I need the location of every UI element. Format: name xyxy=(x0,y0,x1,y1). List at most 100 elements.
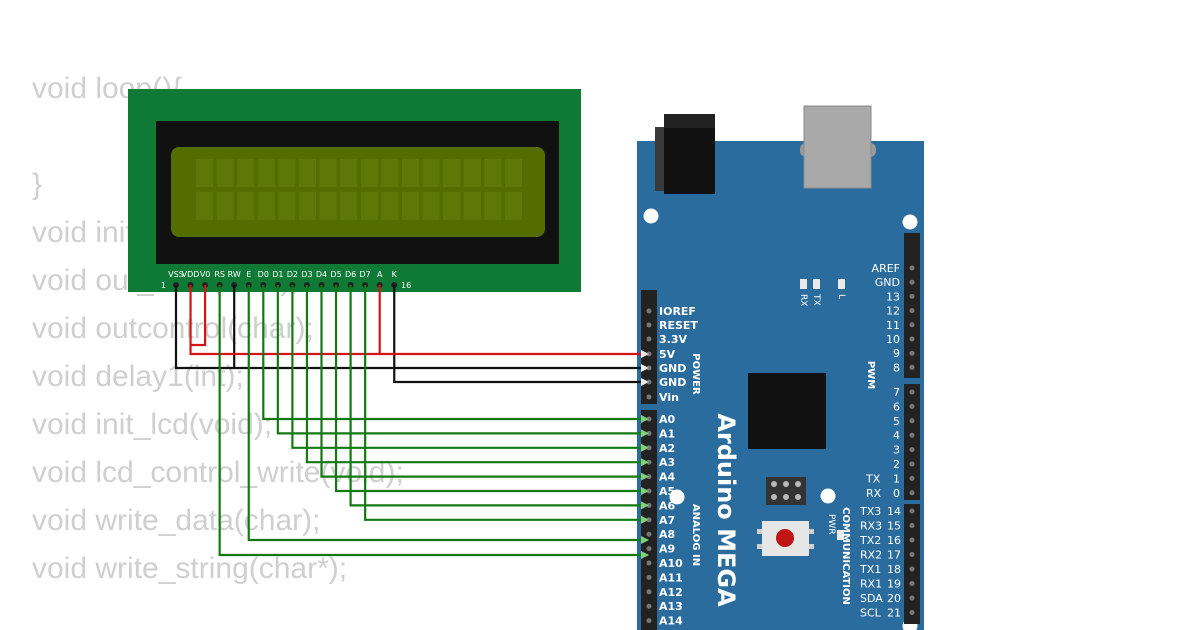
lcd-cell xyxy=(196,192,213,220)
comm-pin-number: 18 xyxy=(887,563,901,576)
header-pin xyxy=(646,589,652,595)
lcd-pin-label: K xyxy=(392,270,398,279)
lcd-cell xyxy=(319,159,337,187)
digital-header-top xyxy=(904,233,920,378)
lcd-cell xyxy=(216,159,234,187)
lcd-cell xyxy=(422,192,440,220)
header-pin xyxy=(646,618,652,624)
power-pin-label: 3.3V xyxy=(659,333,687,346)
header-pin xyxy=(909,350,915,356)
power-pin-label: GND xyxy=(659,362,686,375)
arduino-board: IOREFRESET3.3V5VGNDGNDVinPOWERA0A1A2A3A4… xyxy=(637,105,924,630)
header-pin xyxy=(909,432,915,438)
pwm-label: PWM xyxy=(865,361,876,389)
wire-end xyxy=(641,536,649,544)
board-name: Arduino MEGA xyxy=(712,413,740,607)
wire-end xyxy=(641,487,649,495)
lcd-character-grid xyxy=(196,159,522,220)
wire-end xyxy=(641,378,649,386)
board-labels: IOREFRESET3.3V5VGNDGNDVinPOWERA0A1A2A3A4… xyxy=(646,262,915,628)
rx-led xyxy=(800,279,807,289)
header-pin xyxy=(909,490,915,496)
header-pin xyxy=(646,394,652,400)
mounting-hole xyxy=(902,214,918,230)
code-line: void loop(){ xyxy=(32,72,183,105)
lcd-cell xyxy=(360,192,378,220)
header-pin xyxy=(909,336,915,342)
header-pin xyxy=(909,581,915,586)
lcd-cell xyxy=(278,159,296,187)
header-pin xyxy=(909,364,915,370)
header-pin xyxy=(646,308,652,314)
analog-pin-label: A1 xyxy=(659,427,675,440)
tx-led xyxy=(813,279,820,289)
header-pin xyxy=(646,336,652,342)
lcd-pin-label: E xyxy=(246,270,251,279)
code-line: void write_string(char*); xyxy=(32,552,348,585)
power-pin-label: Vin xyxy=(659,391,679,404)
wire-d1-a1 xyxy=(276,285,648,435)
header-pin xyxy=(646,574,652,580)
lcd-cell xyxy=(299,159,316,187)
header-pin xyxy=(909,418,915,424)
comm-pin-name: TX2 xyxy=(859,534,881,547)
lcd-pin-label: V0 xyxy=(200,270,211,279)
header-pin xyxy=(909,447,915,453)
lcd-pin-label: VSS xyxy=(168,270,184,279)
comm-pin-number: 17 xyxy=(887,549,901,562)
comm-pin-name: SDA xyxy=(860,592,883,605)
wire-vss-gnd xyxy=(174,285,648,370)
lcd-cell xyxy=(402,159,419,187)
wire-end xyxy=(641,443,649,452)
wire-end xyxy=(641,364,649,372)
lcd-cell xyxy=(237,192,255,220)
serial-pin-label: TX xyxy=(865,472,881,485)
wire-d3-a3 xyxy=(305,285,648,464)
digital-pin-label: 9 xyxy=(893,347,900,360)
lcd-pin-label: D7 xyxy=(360,270,371,279)
comm-pin-name: RX3 xyxy=(860,520,882,533)
wire-end xyxy=(641,350,649,358)
wire-d0-a0 xyxy=(262,285,648,421)
led-label: RX xyxy=(798,294,808,306)
lcd-cell xyxy=(319,192,337,220)
header-pin xyxy=(909,293,915,299)
header-pin xyxy=(909,566,915,572)
analog-pin-label: A2 xyxy=(659,442,675,455)
lcd-pin-label: RW xyxy=(228,270,241,279)
lcd-cell xyxy=(505,192,522,220)
digital-pin-label: 8 xyxy=(893,361,900,374)
digital-pin-label: 1 xyxy=(893,472,900,485)
lcd-cell xyxy=(237,159,255,187)
wire-v0 xyxy=(190,285,207,347)
lcd-cell xyxy=(196,159,213,187)
lcd-pin-label: D3 xyxy=(301,270,312,279)
analog-pin-label: A5 xyxy=(659,485,675,498)
digital-pin-label: 3 xyxy=(893,444,900,457)
header-pin xyxy=(909,595,915,601)
header-pin xyxy=(646,322,652,328)
digital-pin-label: 4 xyxy=(893,429,900,442)
header-pin xyxy=(909,322,915,328)
digital-pin-label: 10 xyxy=(886,333,900,346)
header-pin xyxy=(909,537,915,543)
digital-pin-label: 13 xyxy=(886,290,900,303)
comm-pin-number: 20 xyxy=(887,592,901,605)
wire-end xyxy=(641,415,649,423)
header-pin xyxy=(646,560,652,566)
digital-pin-label: 7 xyxy=(893,386,900,399)
lcd-pin-label: A xyxy=(377,270,383,279)
comm-pin-number: 15 xyxy=(887,520,901,533)
header-pin xyxy=(909,265,915,271)
led-label: TX xyxy=(811,293,821,306)
wires xyxy=(174,285,649,559)
power-pin-label: IOREF xyxy=(659,305,696,318)
comm-pin-number: 21 xyxy=(887,607,901,620)
lcd-cell xyxy=(505,159,522,187)
lcd-cell xyxy=(299,192,316,220)
analog-section-label: ANALOG IN xyxy=(690,504,701,566)
power-section-label: POWER xyxy=(690,353,701,395)
digital-pin-label: 12 xyxy=(886,305,900,318)
